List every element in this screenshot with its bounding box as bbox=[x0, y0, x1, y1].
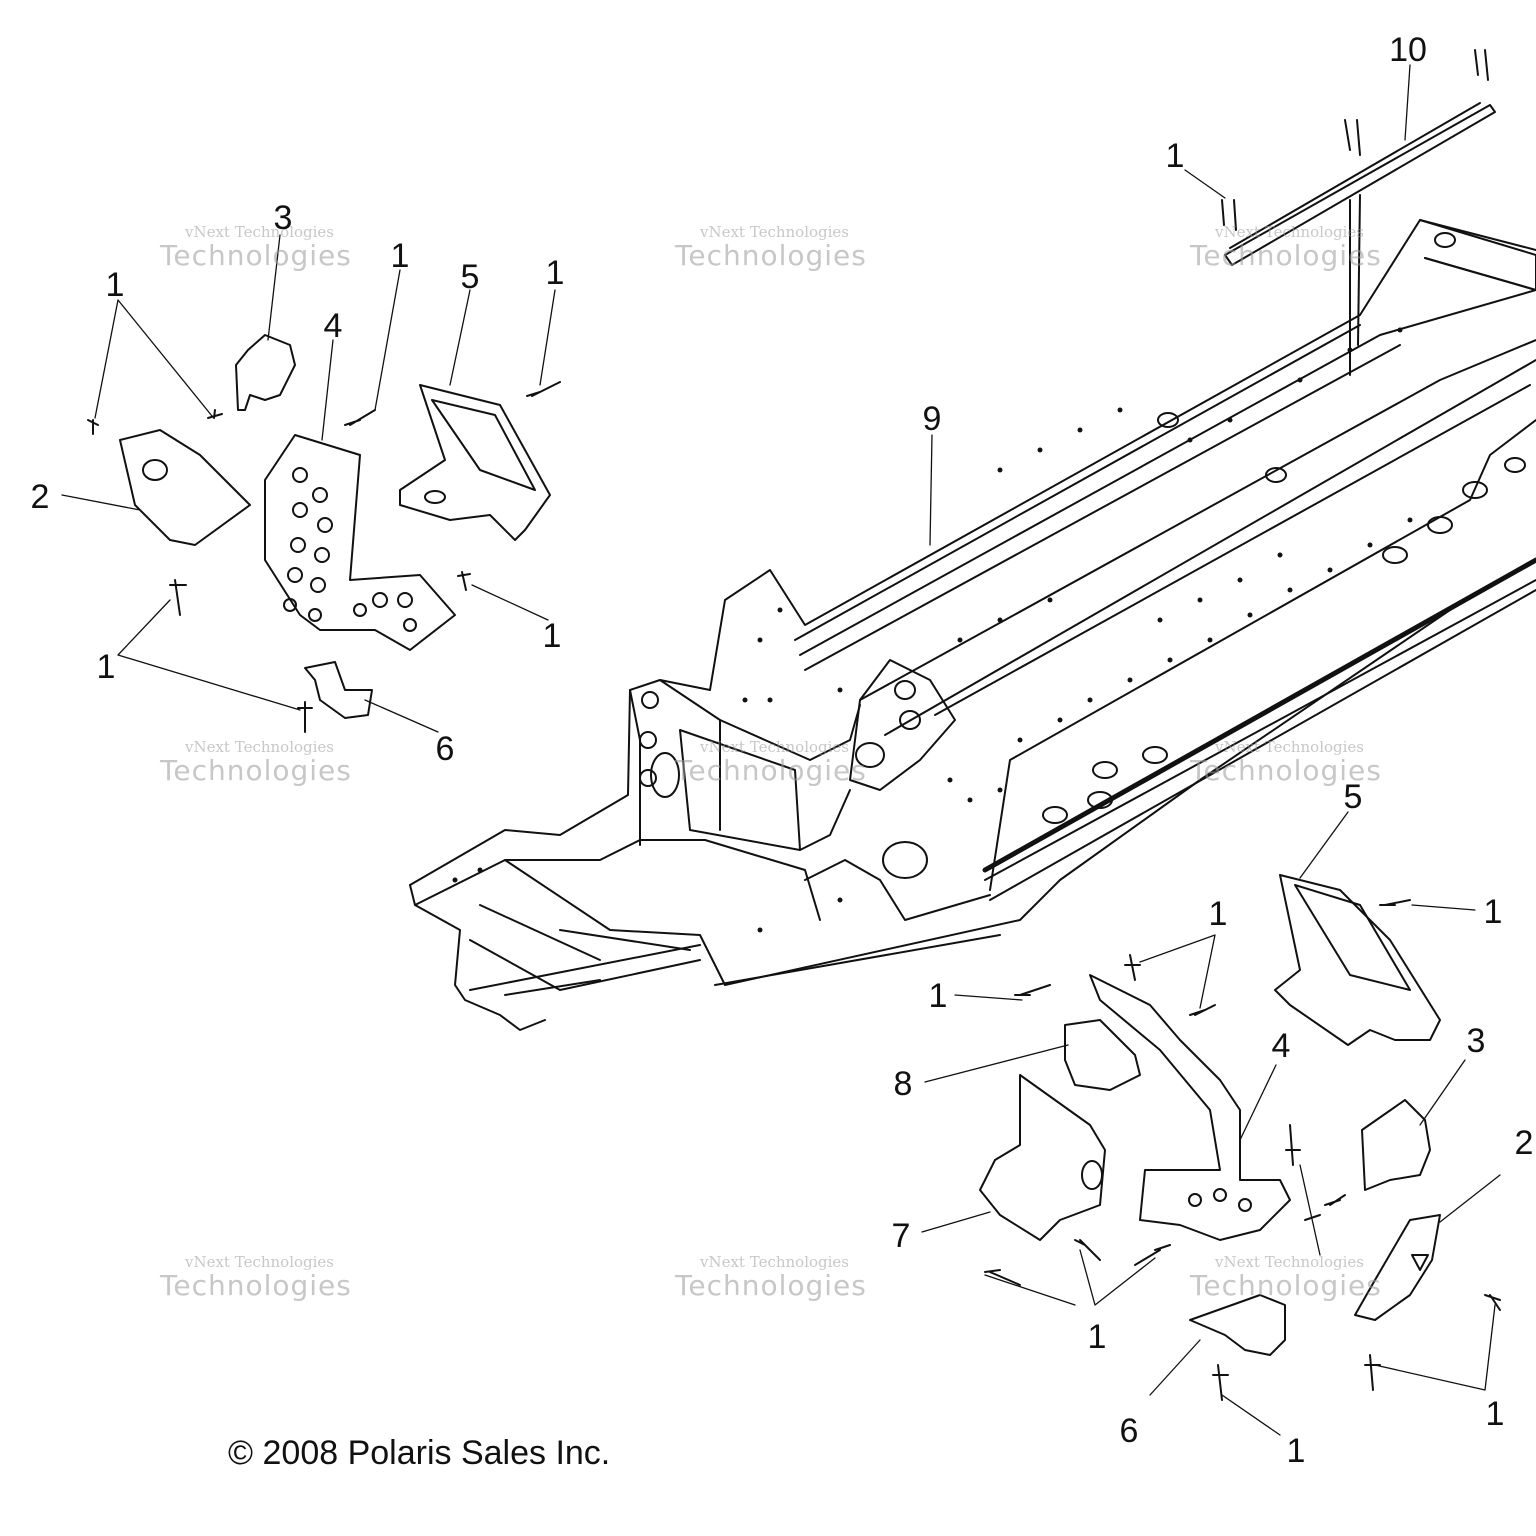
callout-5: 5 bbox=[460, 258, 480, 296]
part-6-bracket-right bbox=[1189, 1294, 1286, 1356]
part-8-block bbox=[1064, 1019, 1141, 1091]
rivet-dots bbox=[452, 327, 1413, 933]
callout-9: 9 bbox=[922, 400, 942, 438]
callout-1: 1 bbox=[1485, 1395, 1505, 1433]
callout-2: 2 bbox=[30, 478, 50, 516]
callout-1: 1 bbox=[1165, 137, 1185, 175]
callout-6: 6 bbox=[435, 730, 455, 768]
callout-5: 5 bbox=[1343, 778, 1363, 816]
callout-2: 2 bbox=[1514, 1124, 1534, 1162]
chassis-tunnel bbox=[409, 219, 1536, 1031]
callout-1: 1 bbox=[1208, 895, 1228, 933]
part-5-guard-right bbox=[1274, 874, 1441, 1046]
callout-8: 8 bbox=[893, 1065, 913, 1103]
callout-4: 4 bbox=[323, 307, 343, 345]
callout-10: 10 bbox=[1389, 31, 1427, 69]
rivets bbox=[87, 49, 1501, 1401]
part-3-bracket bbox=[235, 334, 296, 411]
callout-1: 1 bbox=[1087, 1318, 1107, 1356]
part-4-footrest-right bbox=[1089, 974, 1291, 1241]
callout-1: 1 bbox=[1483, 893, 1503, 931]
callout-7: 7 bbox=[891, 1217, 911, 1255]
leader-lines bbox=[61, 64, 1501, 1436]
part-5-guard bbox=[399, 384, 551, 541]
callout-1: 1 bbox=[1286, 1432, 1306, 1470]
tunnel-holes bbox=[639, 232, 1526, 879]
callout-1: 1 bbox=[542, 617, 562, 655]
callout-4: 4 bbox=[1271, 1027, 1291, 1065]
callout-1: 1 bbox=[545, 254, 565, 292]
rail-10 bbox=[1224, 102, 1496, 376]
callout-1: 1 bbox=[390, 237, 410, 275]
callout-1: 1 bbox=[928, 977, 948, 1015]
callout-1: 1 bbox=[105, 266, 125, 304]
part-2-plate bbox=[119, 429, 251, 546]
callout-3: 3 bbox=[1466, 1022, 1486, 1060]
callout-1: 1 bbox=[96, 648, 116, 686]
callout-3: 3 bbox=[273, 199, 293, 237]
part-2-plate-right bbox=[1354, 1214, 1441, 1321]
part-6-bracket bbox=[304, 661, 373, 719]
part-4-footrest bbox=[264, 434, 456, 651]
part-3-bracket-right bbox=[1361, 1099, 1431, 1191]
callout-6: 6 bbox=[1119, 1412, 1139, 1450]
part-7-plate bbox=[979, 1074, 1106, 1241]
copyright-notice: © 2008 Polaris Sales Inc. bbox=[228, 1434, 611, 1472]
